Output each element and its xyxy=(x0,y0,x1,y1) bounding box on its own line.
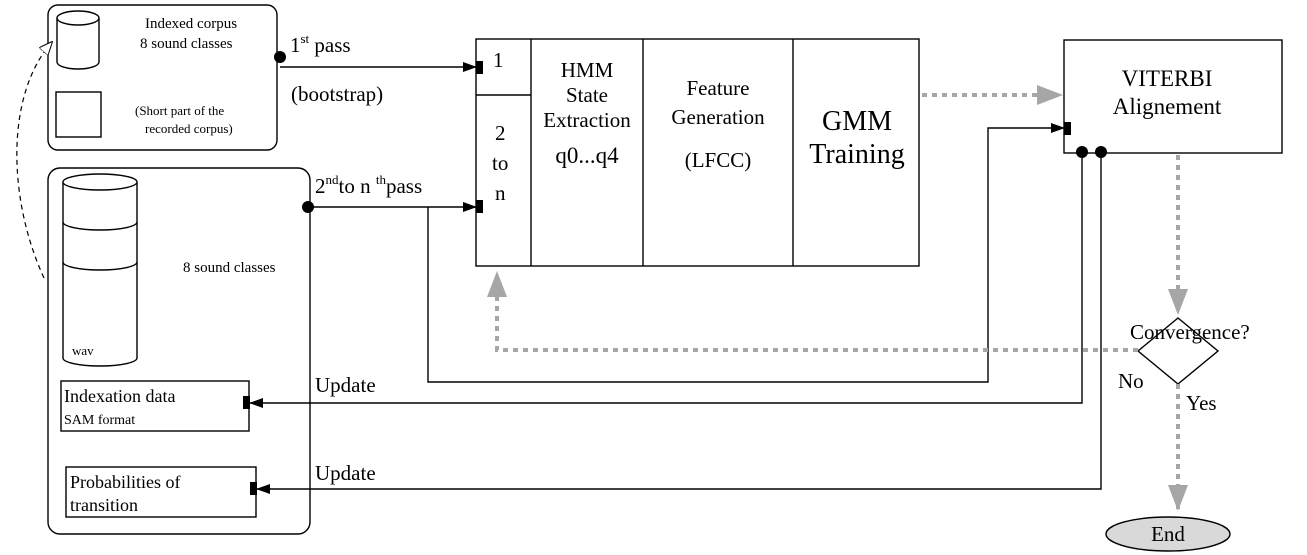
indexation-data-box: Indexation data SAM format xyxy=(60,380,250,432)
second-pass-mid: to n xyxy=(339,174,376,198)
update-probabilities-line xyxy=(256,152,1102,494)
feature-line2: Generation xyxy=(671,105,765,129)
first-pass-connector: 1st pass (bootstrap) xyxy=(274,31,477,106)
svg-text:2ndto n thpass: 2ndto n thpass xyxy=(315,172,422,198)
viterbi-line1: VITERBI xyxy=(1122,66,1213,91)
second-pass-connector: 2ndto n thpass xyxy=(302,172,477,213)
training-pipeline-block: 1 2 to n HMM State Extraction q0...q4 Fe… xyxy=(475,38,920,267)
wav-database-cylinder-icon xyxy=(62,173,138,367)
indexation-port xyxy=(243,396,250,409)
gmm-line2: Training xyxy=(809,139,904,170)
second-pass-word: pass xyxy=(386,174,422,198)
decision-no-label: No xyxy=(1118,369,1144,393)
indexed-corpus-box: Indexed corpus 8 sound classes (Short pa… xyxy=(47,4,278,151)
transition-probabilities-box: Probabilities of transition xyxy=(65,466,257,518)
first-pass-number: 1 xyxy=(290,33,301,57)
svg-text:1st pass: 1st pass xyxy=(290,31,351,57)
corpus-note-line1: (Short part of the xyxy=(135,103,224,118)
hmm-line1: HMM xyxy=(561,58,614,82)
second-pass-number: 2 xyxy=(315,174,326,198)
feature-line1: Feature xyxy=(687,76,750,100)
decision-yes-label: Yes xyxy=(1186,391,1217,415)
end-label: End xyxy=(1151,522,1185,546)
convergence-decision: Convergence? No Yes xyxy=(1118,317,1250,415)
hmm-line2: State xyxy=(566,83,608,107)
update-indexation-line xyxy=(249,152,1083,408)
update-label-1: Update xyxy=(315,373,376,397)
wav-label: wav xyxy=(72,343,94,358)
main-corpus-box: 8 sound classes wav Indexation data SAM … xyxy=(47,167,311,535)
convergence-label: Convergence? xyxy=(1130,320,1250,344)
port-1-label: 1 xyxy=(493,48,504,72)
second-pass-sup2: th xyxy=(376,172,387,187)
hmm-line3: Extraction xyxy=(543,108,631,132)
end-terminal: End xyxy=(1105,516,1231,552)
probabilities-line1: Probabilities of xyxy=(70,472,181,492)
corpus-sample-square xyxy=(55,91,102,138)
port-1-marker xyxy=(476,61,483,74)
port-2n-marker xyxy=(476,200,483,213)
classes-label: 8 sound classes xyxy=(183,260,276,276)
probabilities-port xyxy=(250,482,257,495)
viterbi-input-port xyxy=(1064,122,1071,135)
port-2n-line3: n xyxy=(495,181,506,205)
corpus-note-line2: recorded corpus) xyxy=(145,121,233,136)
second-pass-sup1: nd xyxy=(326,172,340,187)
bootstrap-label: (bootstrap) xyxy=(291,82,383,106)
hmm-line4: q0...q4 xyxy=(555,143,619,168)
corpus-title-line1: Indexed corpus xyxy=(145,16,237,32)
first-pass-word: pass xyxy=(309,33,350,57)
indexation-line2: SAM format xyxy=(64,413,135,428)
update-label-2: Update xyxy=(315,461,376,485)
bootstrap-selection-arrow xyxy=(16,42,52,279)
port-2n-line1: 2 xyxy=(495,121,506,145)
second-pass-to-viterbi-line xyxy=(427,123,1065,383)
feature-line3: (LFCC) xyxy=(685,148,752,172)
corpus-title-line2: 8 sound classes xyxy=(140,36,233,52)
no-feedback-arrow xyxy=(487,271,1138,352)
gmm-line1: GMM xyxy=(822,106,892,137)
port-2n-line2: to xyxy=(492,151,508,175)
probabilities-line2: transition xyxy=(70,495,138,515)
viterbi-line2: Alignement xyxy=(1113,94,1222,119)
database-cylinder-icon xyxy=(56,10,100,70)
first-pass-sup: st xyxy=(301,31,310,46)
indexation-line1: Indexation data xyxy=(64,386,175,406)
viterbi-box: VITERBI Alignement xyxy=(1063,39,1283,158)
